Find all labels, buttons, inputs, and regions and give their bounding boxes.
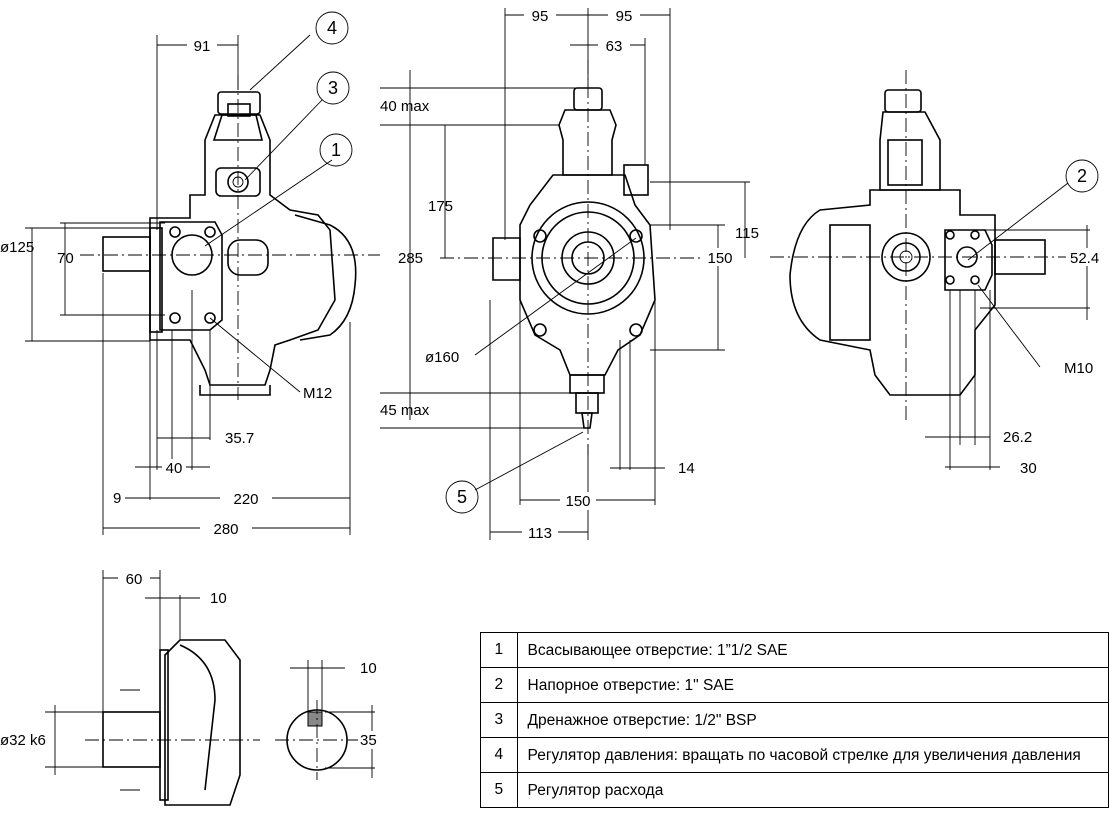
dim-220: 220 [233,491,258,508]
shaft-side-view [45,570,260,806]
legend-row: 3 Дренажное отверстие: 1/2" BSP [480,702,1109,738]
dim-95-right: 95 [616,8,633,25]
legend-number: 4 [480,737,518,773]
legend-text: Дренажное отверстие: 1/2" BSP [516,702,1109,738]
legend-table: 1 Всасывающее отверстие: 1”1/2 SAE 2 Нап… [480,632,1109,808]
callout-5: 5 [445,480,479,514]
dim-9: 9 [113,490,121,507]
left-view [25,34,380,535]
dim-150-bottom: 150 [565,493,590,510]
dim-14: 14 [678,460,695,477]
dim-91: 91 [194,38,211,55]
dim-115: 115 [735,225,759,242]
dim-30: 30 [1020,460,1037,477]
svg-text:3: 3 [328,78,338,98]
dim-40-max: 40 max [380,98,430,115]
legend-row: 5 Регулятор расхода [480,772,1109,808]
dim-280: 280 [213,521,238,538]
svg-text:1: 1 [331,140,341,160]
legend-row: 1 Всасывающее отверстие: 1”1/2 SAE [480,632,1109,668]
dimension-labels: 91 ø125 70 M12 35.7 40 9 220 280 95 95 6… [0,6,1106,749]
dim-113: 113 [528,525,552,542]
callout-2: 2 [1065,159,1099,193]
dim-26-2: 26.2 [1003,429,1032,446]
dim-160: ø160 [425,349,459,366]
legend-number: 3 [480,702,518,738]
legend-text: Регулятор давления: вращать по часовой с… [516,737,1109,773]
dim-10-shaft: 10 [210,590,227,607]
dim-52-4: 52.4 [1070,250,1099,267]
right-view [770,70,1095,470]
dim-35: 35 [360,732,377,749]
dim-63: 63 [606,38,623,55]
dim-32-k6: ø32 k6 [0,732,46,749]
dim-285: 285 [398,250,423,267]
legend-text: Всасывающее отверстие: 1”1/2 SAE [516,632,1109,668]
dim-45-max: 45 max [380,402,430,419]
legend-row: 2 Напорное отверстие: 1" SAE [480,667,1109,703]
legend-number: 2 [480,667,518,703]
dim-40: 40 [166,460,183,477]
svg-text:2: 2 [1077,166,1087,186]
dim-m10: M10 [1064,360,1093,377]
dim-10-key: 10 [360,660,377,677]
legend-number: 1 [480,632,518,668]
svg-text:5: 5 [457,487,467,507]
callout-1: 1 [319,133,353,167]
dim-95-left: 95 [532,8,549,25]
dim-70: 70 [57,250,74,267]
middle-view [380,8,750,540]
dim-125: ø125 [0,239,34,256]
callout-4: 4 [315,11,349,45]
legend-text: Регулятор расхода [516,772,1109,808]
legend-row: 4 Регулятор давления: вращать по часовой… [480,737,1109,773]
dim-60: 60 [126,571,143,588]
legend-text: Напорное отверстие: 1" SAE [516,667,1109,703]
legend-number: 5 [480,772,518,808]
dim-35-7: 35.7 [225,430,254,447]
svg-text:4: 4 [327,18,337,38]
dim-m12: M12 [303,385,332,402]
dim-150-vertical: 150 [707,250,732,267]
dim-175: 175 [428,198,453,215]
callout-3: 3 [316,71,350,105]
shaft-section-view [275,660,375,780]
